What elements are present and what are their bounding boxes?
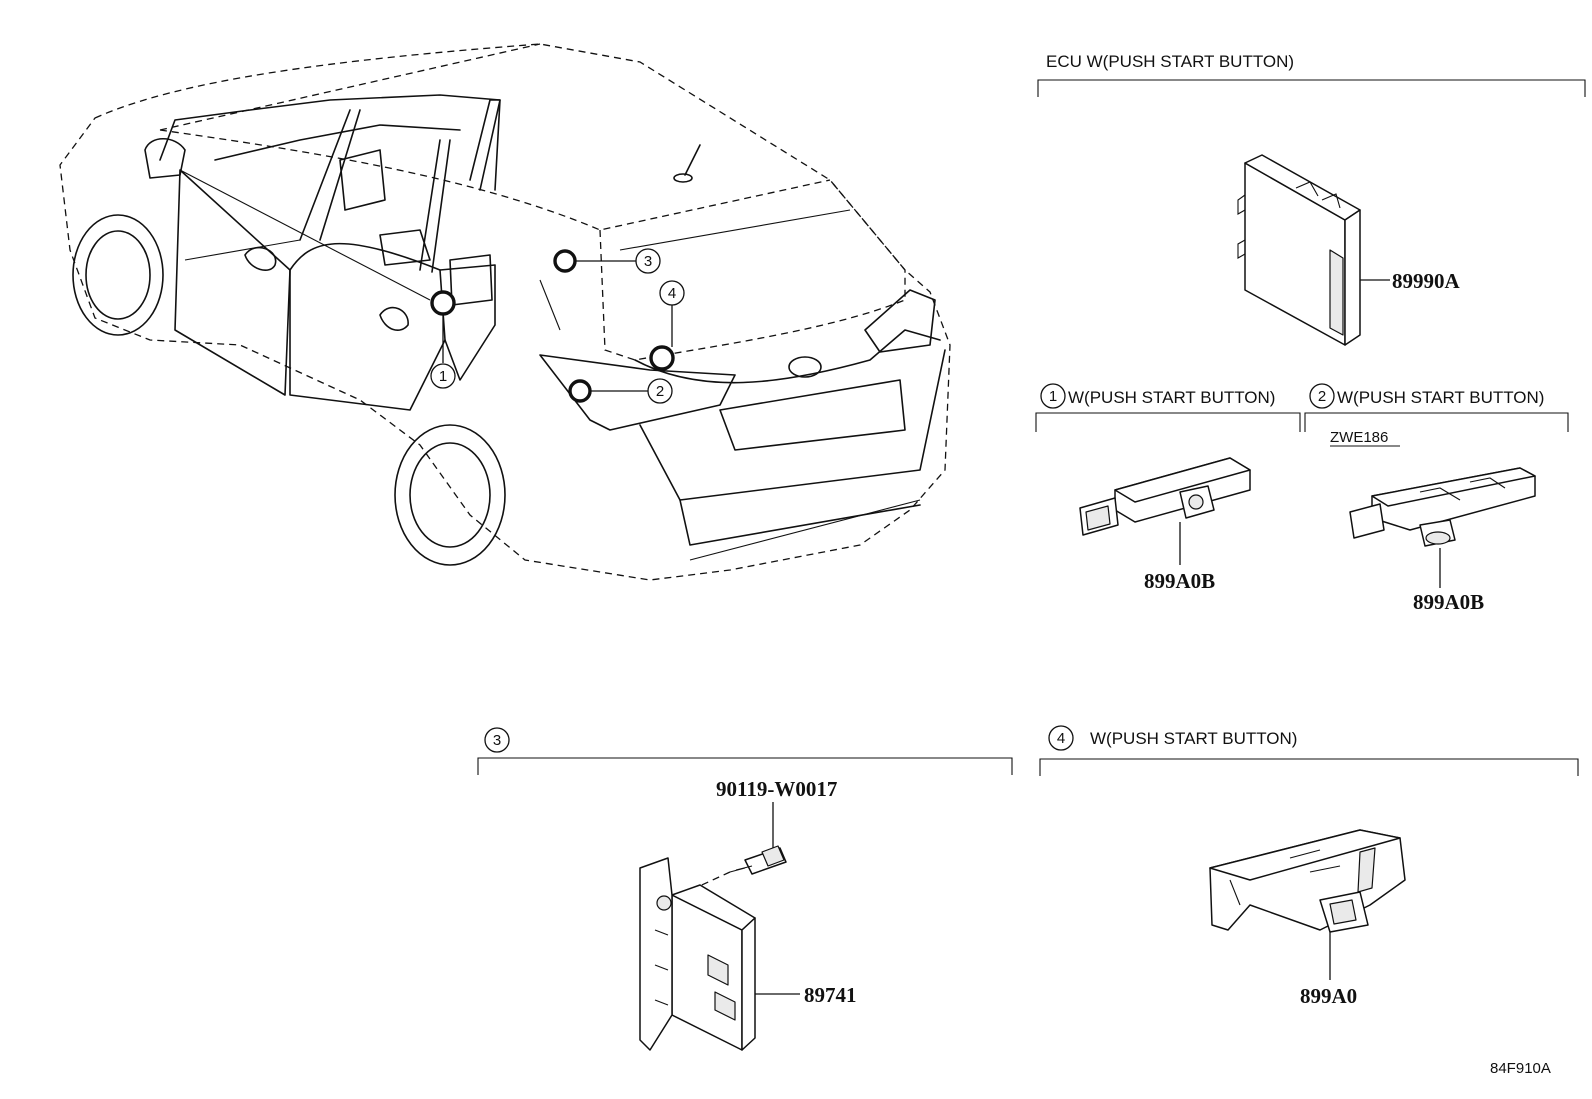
section-1-title: W(PUSH START BUTTON) — [1068, 388, 1275, 407]
vehicle-illustration — [59, 43, 951, 581]
section-1-number: 1 — [1049, 388, 1057, 405]
section-3: 3 90119-W0017 89741 — [477, 727, 1013, 1051]
bolt-90119-w0017 — [729, 845, 787, 875]
section-2-title: W(PUSH START BUTTON) — [1337, 388, 1544, 407]
vehicle-callout-1: 1 — [439, 368, 447, 385]
section-3-part-number: 89741 — [804, 983, 857, 1007]
ecu-part-number: 89990A — [1392, 269, 1461, 293]
ecu-section: ECU W(PUSH START BUTTON) 89990A — [1037, 52, 1586, 346]
location-marker-3 — [553, 249, 577, 273]
section-4: 4 W(PUSH START BUTTON) 899A0 — [1039, 725, 1579, 1008]
vehicle-callout-2: 2 — [656, 383, 664, 400]
module-89741 — [639, 857, 756, 1051]
section-4-number: 4 — [1057, 730, 1065, 747]
section-3-number: 3 — [493, 732, 501, 749]
location-marker-4 — [649, 345, 675, 371]
location-marker-2 — [568, 379, 592, 403]
location-marker-1 — [430, 290, 456, 316]
section-2: 2 W(PUSH START BUTTON) ZWE186 899A0B — [1304, 383, 1569, 614]
vehicle-callouts: 1 2 3 4 — [430, 248, 685, 404]
section-2-number: 2 — [1318, 388, 1326, 405]
diagram-id: 84F910A — [1490, 1060, 1551, 1077]
ecu-section-title: ECU W(PUSH START BUTTON) — [1046, 52, 1294, 71]
antenna-module-899a0 — [1209, 829, 1406, 933]
section-2-code: ZWE186 — [1330, 429, 1388, 446]
antenna-module-899a0b-2 — [1349, 467, 1536, 547]
section-3-bolt-part-number: 90119-W0017 — [716, 777, 837, 801]
vehicle-callout-4: 4 — [668, 285, 676, 302]
ecu-module-89990a — [1237, 154, 1361, 346]
section-4-part-number: 899A0 — [1300, 984, 1357, 1008]
section-1-part-number: 899A0B — [1144, 569, 1215, 593]
antenna-module-899a0b-1 — [1079, 457, 1251, 536]
section-2-part-number: 899A0B — [1413, 590, 1484, 614]
location-markers — [430, 249, 675, 403]
section-1: 1 W(PUSH START BUTTON) 899A0B — [1035, 383, 1301, 593]
section-4-title: W(PUSH START BUTTON) — [1090, 729, 1297, 748]
vehicle-callout-3: 3 — [644, 253, 652, 270]
